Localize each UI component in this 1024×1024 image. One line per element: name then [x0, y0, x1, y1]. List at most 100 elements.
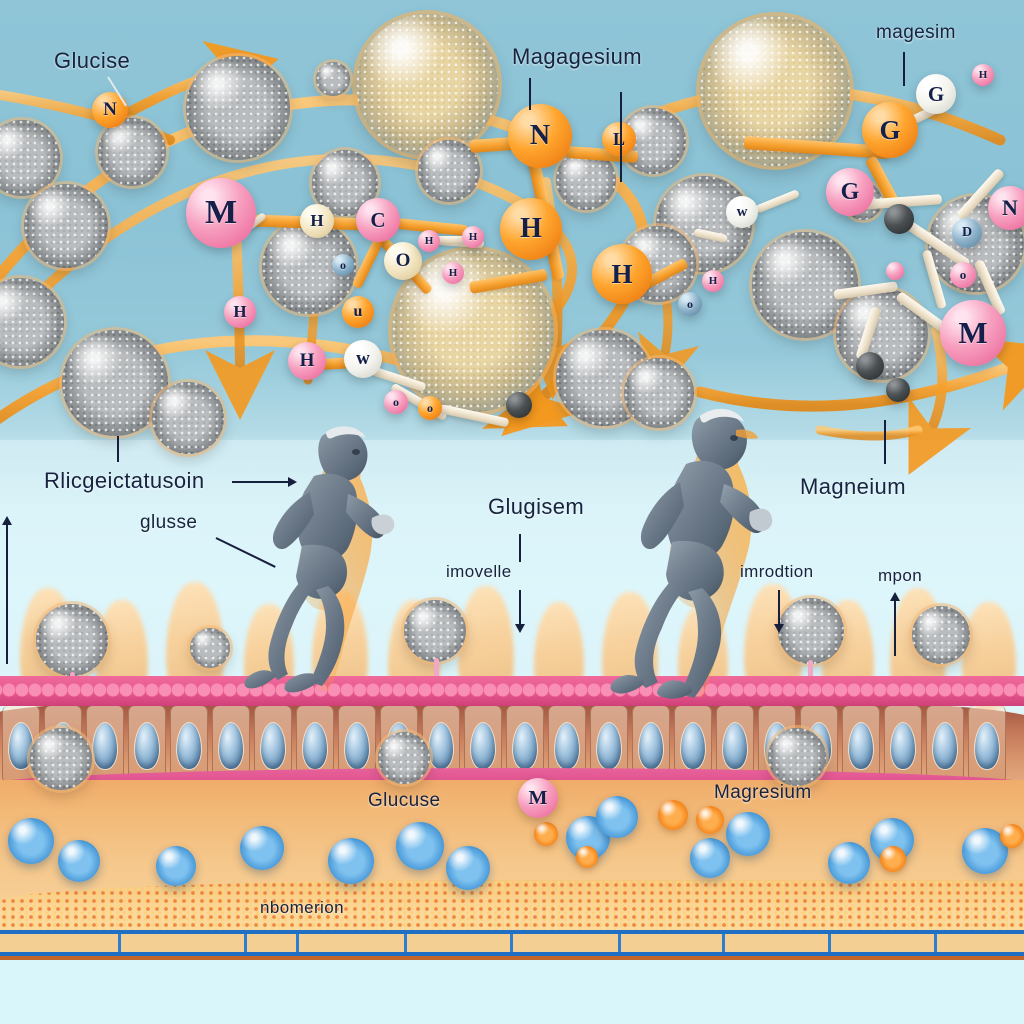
atom-label: u: [353, 303, 363, 320]
atom-h-center-2: H: [592, 244, 652, 304]
leader-rlicgeictatusoin: [117, 436, 119, 462]
atom-h-cream: H: [300, 204, 334, 238]
atom-h-center-1: H: [500, 198, 562, 260]
label-imrodtion: imrodtion: [740, 562, 814, 581]
atom-label: H: [520, 213, 542, 244]
lower-margin: [0, 960, 1024, 1024]
atom-label: M: [528, 786, 548, 809]
atom-g-white: G: [916, 74, 956, 114]
atom-o-lower-2: o: [418, 396, 442, 420]
leader-glugisem: [519, 534, 521, 562]
atom-u-orange: u: [342, 296, 374, 328]
atom-label: M: [958, 315, 988, 350]
leader-imovelle: [519, 590, 521, 626]
atom-d-blue: D: [952, 218, 982, 248]
atom-label: H: [424, 235, 434, 247]
atom-label: H: [708, 275, 718, 287]
leader-mpon: [894, 598, 896, 656]
atom-label: M: [204, 194, 238, 231]
leader-imrodtion: [778, 590, 780, 626]
label-glucuse: Glucuse: [368, 790, 441, 811]
atom-label: H: [233, 302, 247, 321]
atom-carbon-right-2: [856, 352, 884, 380]
atom-h-right-tiny: [886, 262, 904, 280]
label-glugisem: Glugisem: [488, 494, 585, 519]
atom-label: G: [840, 178, 860, 205]
atom-n-center: N: [508, 104, 572, 168]
atom-label: N: [529, 120, 551, 151]
atom-m-right: M: [940, 300, 1006, 366]
atom-label: H: [299, 350, 315, 371]
arrowhead-imovelle: [515, 624, 525, 633]
label-glusse: glusse: [140, 512, 198, 533]
atom-h-small-left: H: [442, 262, 464, 284]
atom-label: o: [393, 394, 399, 409]
leader-rlicgeictatusoin-arrow: [232, 481, 288, 483]
brush-border-microvilli: [0, 676, 1024, 706]
atom-m-pink: M: [186, 178, 256, 248]
label-imovelle: imovelle: [446, 562, 512, 581]
atom-carbon-right-1: [884, 204, 914, 234]
atom-m-tissue: M: [518, 778, 558, 818]
atom-l-center: L: [602, 122, 636, 156]
atom-carbon-lower: [506, 392, 532, 418]
label-nbomerion: nbomerion: [260, 898, 344, 917]
atom-label: N: [103, 99, 117, 120]
label-glucise: Glucise: [54, 48, 131, 73]
atom-label: o: [427, 400, 433, 415]
atom-label: H: [611, 258, 633, 289]
arrowhead-imrodtion: [774, 624, 784, 633]
arrowhead-to-runner-left: [288, 477, 297, 487]
granular-lamina: [0, 880, 1024, 938]
atom-label: D: [961, 225, 973, 240]
atom-o-edge: o: [950, 262, 976, 288]
atom-label: H: [978, 69, 988, 81]
leader-left-edge-uptake: [6, 524, 8, 664]
atom-label: w: [356, 348, 370, 369]
atom-n-right: N: [988, 186, 1024, 230]
atom-label: o: [687, 296, 693, 311]
atom-o-lower: o: [384, 390, 408, 414]
atom-h-pink-1: H: [418, 230, 440, 252]
runner-left-figure: [244, 426, 395, 693]
leader-magagesium: [529, 78, 531, 110]
label-magagesium: Magagesium: [512, 44, 642, 69]
runner-right-figure: [610, 408, 773, 699]
atom-h-mid-lower: H: [288, 342, 326, 380]
label-rlicgeictatusoin: Rlicgeictatusoin: [44, 468, 205, 493]
atom-label: H: [468, 231, 478, 243]
atom-w-right: w: [726, 196, 758, 228]
atom-label: H: [448, 267, 458, 279]
atom-label: w: [736, 203, 748, 220]
atom-o-cream: O: [384, 242, 422, 280]
atom-c-pink: C: [356, 198, 400, 242]
leader-magesim: [903, 52, 905, 86]
atom-h-mid-left: H: [224, 296, 256, 328]
atom-g-pink: G: [826, 168, 874, 216]
atom-label: C: [370, 207, 386, 232]
atom-g-orange: G: [862, 102, 918, 158]
atom-carbon-right-3: [886, 378, 910, 402]
atom-label: G: [879, 114, 901, 145]
capillary-vessel-band: [0, 930, 1024, 964]
leader-center-vertical: [620, 92, 622, 182]
atom-h-right-small: H: [702, 270, 724, 292]
label-mpon: mpon: [878, 566, 923, 585]
atom-label: o: [959, 267, 967, 282]
label-magneium: Magneium: [800, 474, 906, 499]
atom-label: N: [1002, 195, 1018, 220]
label-magesim: magesim: [876, 22, 956, 43]
leader-magneium: [884, 420, 886, 464]
arrowhead-mpon: [890, 592, 900, 601]
atom-label: O: [395, 250, 411, 271]
atom-n-left: N: [92, 92, 128, 128]
atom-label: H: [310, 211, 324, 230]
atom-label: G: [927, 81, 945, 106]
atom-label: L: [612, 128, 625, 149]
atom-w-white: w: [344, 340, 382, 378]
atom-o-blue-mid: o: [678, 292, 702, 316]
atom-h-pink-2: H: [462, 226, 484, 248]
arrowhead-left-edge: [2, 516, 12, 525]
label-magresium: Magresium: [714, 782, 812, 803]
